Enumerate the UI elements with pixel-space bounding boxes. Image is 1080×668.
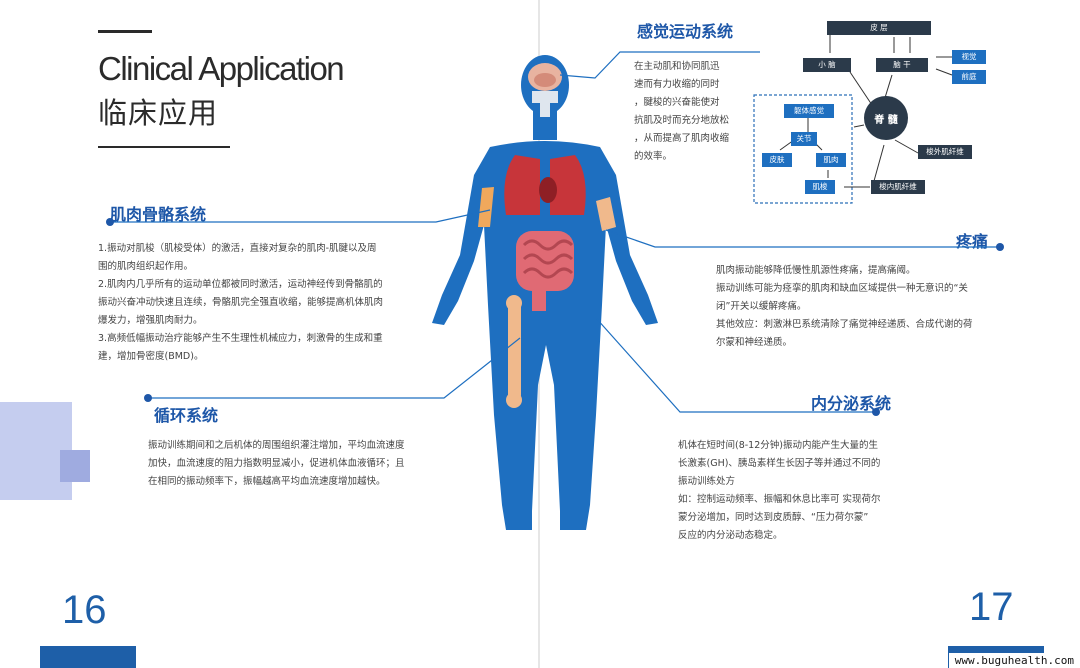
watermark: www.buguhealth.com [948, 653, 1080, 668]
text-line: 速而有力收缩的同时 [634, 79, 720, 90]
text-line: ，腱梭的兴奋能使对 [634, 97, 720, 108]
text-line: 加快，血流速度的阻力指数明显减小，促进机体血液循环；且 [148, 458, 405, 469]
title-bottom-rule [98, 146, 230, 148]
text-endocrine: 机体在短时间(8-12分钟)振动内能产生大量的生 长激素(GH)、胰岛素样生长因… [678, 437, 928, 545]
diagram-brainstem: 脑 干 [876, 58, 928, 72]
diagram-vision: 视觉 [952, 50, 986, 64]
diagram-extrafusal: 梭外肌纤维 [918, 145, 972, 159]
text-line: 长激素(GH)、胰岛素样生长因子等并通过不同的 [678, 458, 881, 469]
diagram-muscle: 肌肉 [816, 153, 846, 167]
diagram-vestibular: 前庭 [952, 70, 986, 84]
page-number-left: 16 [62, 588, 107, 632]
text-line: ，从而提高了肌肉收缩 [634, 133, 730, 144]
diagram-skin: 皮肤 [762, 153, 792, 167]
text-line: 其他效应：刺激淋巴系统清除了痛觉神经递质、合成代谢的荷 [716, 319, 973, 330]
section-title-musculoskeletal: 肌肉骨骼系统 [110, 205, 207, 224]
section-title-endocrine: 内分泌系统 [811, 394, 892, 413]
diagram-intrafusal: 梭内肌纤维 [871, 180, 925, 194]
text-line: 振动训练期间和之后机体的周围组织灌注增加，平均血流速度 [148, 440, 405, 451]
text-line: 的效率。 [634, 151, 673, 162]
footer-bar-left [40, 646, 136, 668]
page-title-chinese: 临床应用 [98, 96, 219, 130]
text-sensorimotor: 在主动肌和协同肌迅 速而有力收缩的同时 ，腱梭的兴奋能使对 抗肌及时而充分地放松… [634, 58, 752, 166]
text-line: 建，增加骨密度(BMD)。 [98, 351, 204, 362]
section-title-circulatory: 循环系统 [154, 406, 219, 425]
text-line: 肌肉振动能够降低慢性肌源性疼痛，提高痛阈。 [716, 265, 916, 276]
diagram-cerebellum: 小 脑 [803, 58, 851, 72]
text-line: 反应的内分泌动态稳定。 [678, 530, 783, 541]
text-line: 机体在短时间(8-12分钟)振动内能产生大量的生 [678, 440, 878, 451]
text-circulatory: 振动训练期间和之后机体的周围组织灌注增加，平均血流速度 加快，血流速度的阻力指数… [148, 437, 448, 491]
text-line: 围的肌肉组织起作用。 [98, 261, 194, 272]
section-title-sensorimotor: 感觉运动系统 [637, 22, 734, 41]
diagram-cortex: 皮 层 [827, 21, 931, 35]
diagram-spinal-cord: 脊 髓 [874, 115, 898, 126]
page-number-right: 17 [969, 585, 1014, 629]
diagram-joint: 关节 [791, 132, 817, 146]
text-line: 尔蒙和神经递质。 [716, 337, 793, 348]
text-line: 蒙分泌增加，同时达到皮质醇、“压力荷尔蒙” [678, 512, 869, 523]
text-line: 闭”开关以缓解疼痛。 [716, 301, 807, 312]
page-title-english: Clinical Application [98, 50, 345, 87]
diagram-spindle: 肌梭 [805, 180, 835, 194]
text-line: 2.肌肉内几乎所有的运动单位都被同时激活，运动神经传到骨骼肌的 [98, 279, 383, 290]
diagram-proprioception: 躯体感觉 [784, 104, 834, 118]
section-title-pain: 疼痛 [956, 232, 989, 251]
human-body-illustration [432, 55, 658, 530]
decorative-square-small [60, 450, 90, 482]
text-line: 1.振动对肌梭（肌梭受体）的激活，直接对复杂的肌肉-肌腱以及周 [98, 243, 377, 254]
text-pain: 肌肉振动能够降低慢性肌源性疼痛，提高痛阈。 振动训练可能为痉挛的肌肉和缺血区域提… [716, 262, 1016, 352]
diagram-arrows [753, 29, 953, 204]
text-line: 3.高频低幅振动治疗能够产生不生理性机械应力，刺激骨的生成和重 [98, 333, 383, 344]
text-line: 振动训练可能为痉挛的肌肉和缺血区域提供一种无意识的“关 [716, 283, 968, 294]
text-line: 如：控制运动频率、振幅和休息比率可 实现荷尔 [678, 494, 881, 505]
text-line: 振动兴奋冲动快速且连续，骨骼肌完全强直收缩，能够提高机体肌肉 [98, 297, 384, 308]
text-line: 爆发力，增强肌肉耐力。 [98, 315, 203, 326]
title-top-rule [98, 30, 152, 33]
text-line: 抗肌及时而充分地放松 [634, 115, 730, 126]
text-line: 振动训练处方 [678, 476, 736, 487]
text-musculoskeletal: 1.振动对肌梭（肌梭受体）的激活，直接对复杂的肌肉-肌腱以及周 围的肌肉组织起作… [98, 240, 438, 366]
text-line: 在相同的振动频率下，振幅越高平均血流速度增加越快。 [148, 476, 386, 487]
text-line: 在主动肌和协同肌迅 [634, 61, 720, 72]
